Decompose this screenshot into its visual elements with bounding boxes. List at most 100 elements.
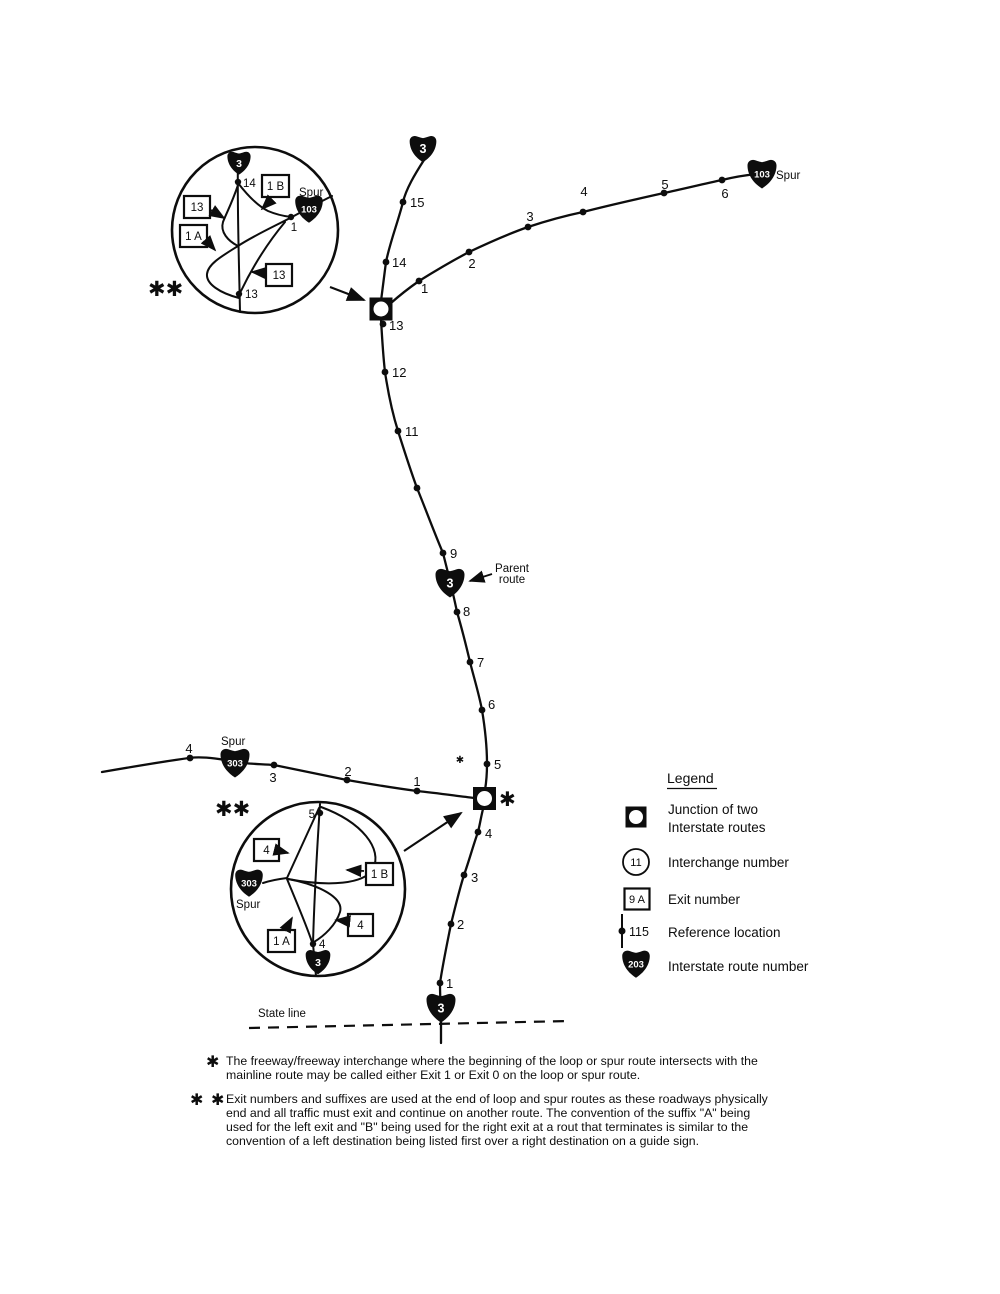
interstate-shield-spur103: 103	[747, 159, 777, 189]
exit-number: 1 A	[185, 231, 202, 243]
shield-number: 203	[628, 960, 644, 971]
legend-label: Interchange number	[668, 855, 789, 870]
ref-label: 1	[413, 774, 420, 789]
legend-exit-symbol: 9 A	[623, 887, 651, 911]
callout-arrow	[200, 235, 217, 252]
ref-label: 6	[721, 186, 728, 201]
exit-box-1b: 1 B	[260, 173, 291, 199]
shield-number: 103	[754, 170, 770, 181]
ref-label: 8	[463, 604, 470, 619]
callout-arrow	[279, 916, 293, 934]
loop-start-asterisk: ✱	[456, 755, 464, 766]
ref-label: 2	[344, 764, 351, 779]
ref-label: 7	[477, 655, 484, 670]
junction-symbol-north	[369, 297, 393, 321]
double-asterisk: ✱✱	[148, 277, 183, 301]
legend-label: Exit number	[668, 892, 741, 907]
footnote-single-text: The freeway/freeway interchange where th…	[226, 1054, 758, 1082]
ref-label: 13	[245, 289, 258, 301]
footnote-double-marker: ✱ ✱	[190, 1090, 226, 1109]
ref-label: 14	[243, 178, 256, 190]
ref-label: 1	[421, 281, 428, 296]
spur-label-inset-bottom: Spur	[236, 899, 260, 911]
legend: Legend Junction of two Interstate routes…	[618, 770, 809, 978]
footnote-single-marker: ✱	[206, 1052, 221, 1071]
exit-number: 4	[263, 845, 270, 857]
ref-label: 5	[309, 809, 315, 821]
interstate-shield-inset-top-spur: 103	[295, 195, 323, 223]
ref-label: 14	[392, 255, 406, 270]
shield-number: 3	[420, 142, 427, 156]
ref-label: 6	[488, 697, 495, 712]
exit-number: 1 A	[273, 936, 290, 948]
ref-label: 1	[446, 976, 453, 991]
exit-box-4-lower: 4	[346, 912, 375, 938]
shield-number: 3	[315, 957, 321, 969]
legend-label: Reference location	[668, 925, 781, 940]
inset-pointer-arrow	[329, 286, 366, 301]
exit-number: 4	[357, 920, 364, 932]
interstate-shield-inset-bottom-main: 3	[305, 950, 331, 975]
callout-arrow	[250, 266, 267, 280]
parent-route-label: route	[499, 574, 525, 586]
ref-label: 12	[392, 365, 406, 380]
callout-arrow	[260, 194, 277, 211]
spur-label-west: Spur	[221, 736, 245, 748]
interstate-shield-parent: 3	[435, 568, 465, 598]
interchange-number: 11	[630, 857, 641, 869]
junction-asterisk: ✱	[499, 787, 516, 811]
legend-junction-symbol	[625, 806, 647, 828]
ref-label: 13	[389, 318, 403, 333]
ref-label: 4	[319, 939, 326, 951]
ref-label: 5	[494, 757, 501, 772]
state-line	[248, 1019, 571, 1030]
ref-label: 3	[269, 770, 276, 785]
ref-label: 3	[526, 209, 533, 224]
reference-number: 115	[629, 925, 649, 939]
exit-box-13-upper: 13	[182, 194, 212, 220]
shield-number: 3	[236, 158, 242, 170]
callout-arrow	[468, 570, 493, 583]
interstate-shield-main-bottom: 3	[426, 993, 456, 1023]
ref-label: 11	[405, 424, 419, 439]
shield-number: 3	[438, 1002, 445, 1016]
state-line-label: State line	[258, 1008, 306, 1020]
ref-label: 9	[450, 546, 457, 561]
parent-route-label: Parent	[495, 563, 530, 575]
callout-arrow	[272, 843, 290, 856]
shield-number: 303	[241, 879, 257, 890]
legend-reference-symbol: 115	[618, 914, 649, 948]
shield-number: 3	[447, 577, 454, 591]
footnote-double-text: Exit numbers and suffixes are used at th…	[226, 1092, 768, 1148]
ref-label: 3	[471, 870, 478, 885]
callout-arrow	[345, 864, 365, 878]
ref-label: 15	[410, 195, 424, 210]
exit-box-1a: 1 A	[266, 928, 297, 954]
ref-label: 2	[468, 256, 475, 271]
junction-symbol-south	[473, 787, 496, 810]
ref-label: 1	[291, 222, 297, 234]
exit-box-1a: 1 A	[178, 223, 209, 249]
callout-arrow	[208, 205, 226, 219]
spur103-ref-labels: 1 2 3 4 5 6	[421, 177, 729, 296]
interstate-shield-inset-top-main: 3	[227, 151, 251, 175]
inset-bottom: 303 3 Spur 5 4 4 1 B 1 A 4 ✱✱	[215, 797, 463, 978]
interstate-shield-inset-bottom-spur: 303	[235, 869, 263, 897]
exit-box-13-lower: 13	[264, 262, 294, 288]
ref-label: 4	[580, 184, 587, 199]
spur-label-inset-top: Spur	[299, 187, 323, 199]
interstate-shield-spur303: 303	[220, 748, 250, 778]
parent-route-callout: Parent route	[468, 563, 530, 586]
legend-title: Legend	[667, 770, 714, 786]
shield-number: 103	[301, 205, 317, 216]
reference-dots	[186, 176, 726, 987]
double-asterisk: ✱✱	[215, 797, 250, 821]
legend-interchange-symbol: 11	[622, 848, 650, 876]
shield-number: 303	[227, 759, 243, 770]
inset-pointer-arrow	[403, 811, 463, 852]
legend-label: Junction of two	[668, 802, 758, 817]
legend-route-shield: 203	[622, 950, 650, 978]
callout-arrow	[334, 915, 351, 928]
exit-box-1b: 1 B	[364, 861, 395, 887]
